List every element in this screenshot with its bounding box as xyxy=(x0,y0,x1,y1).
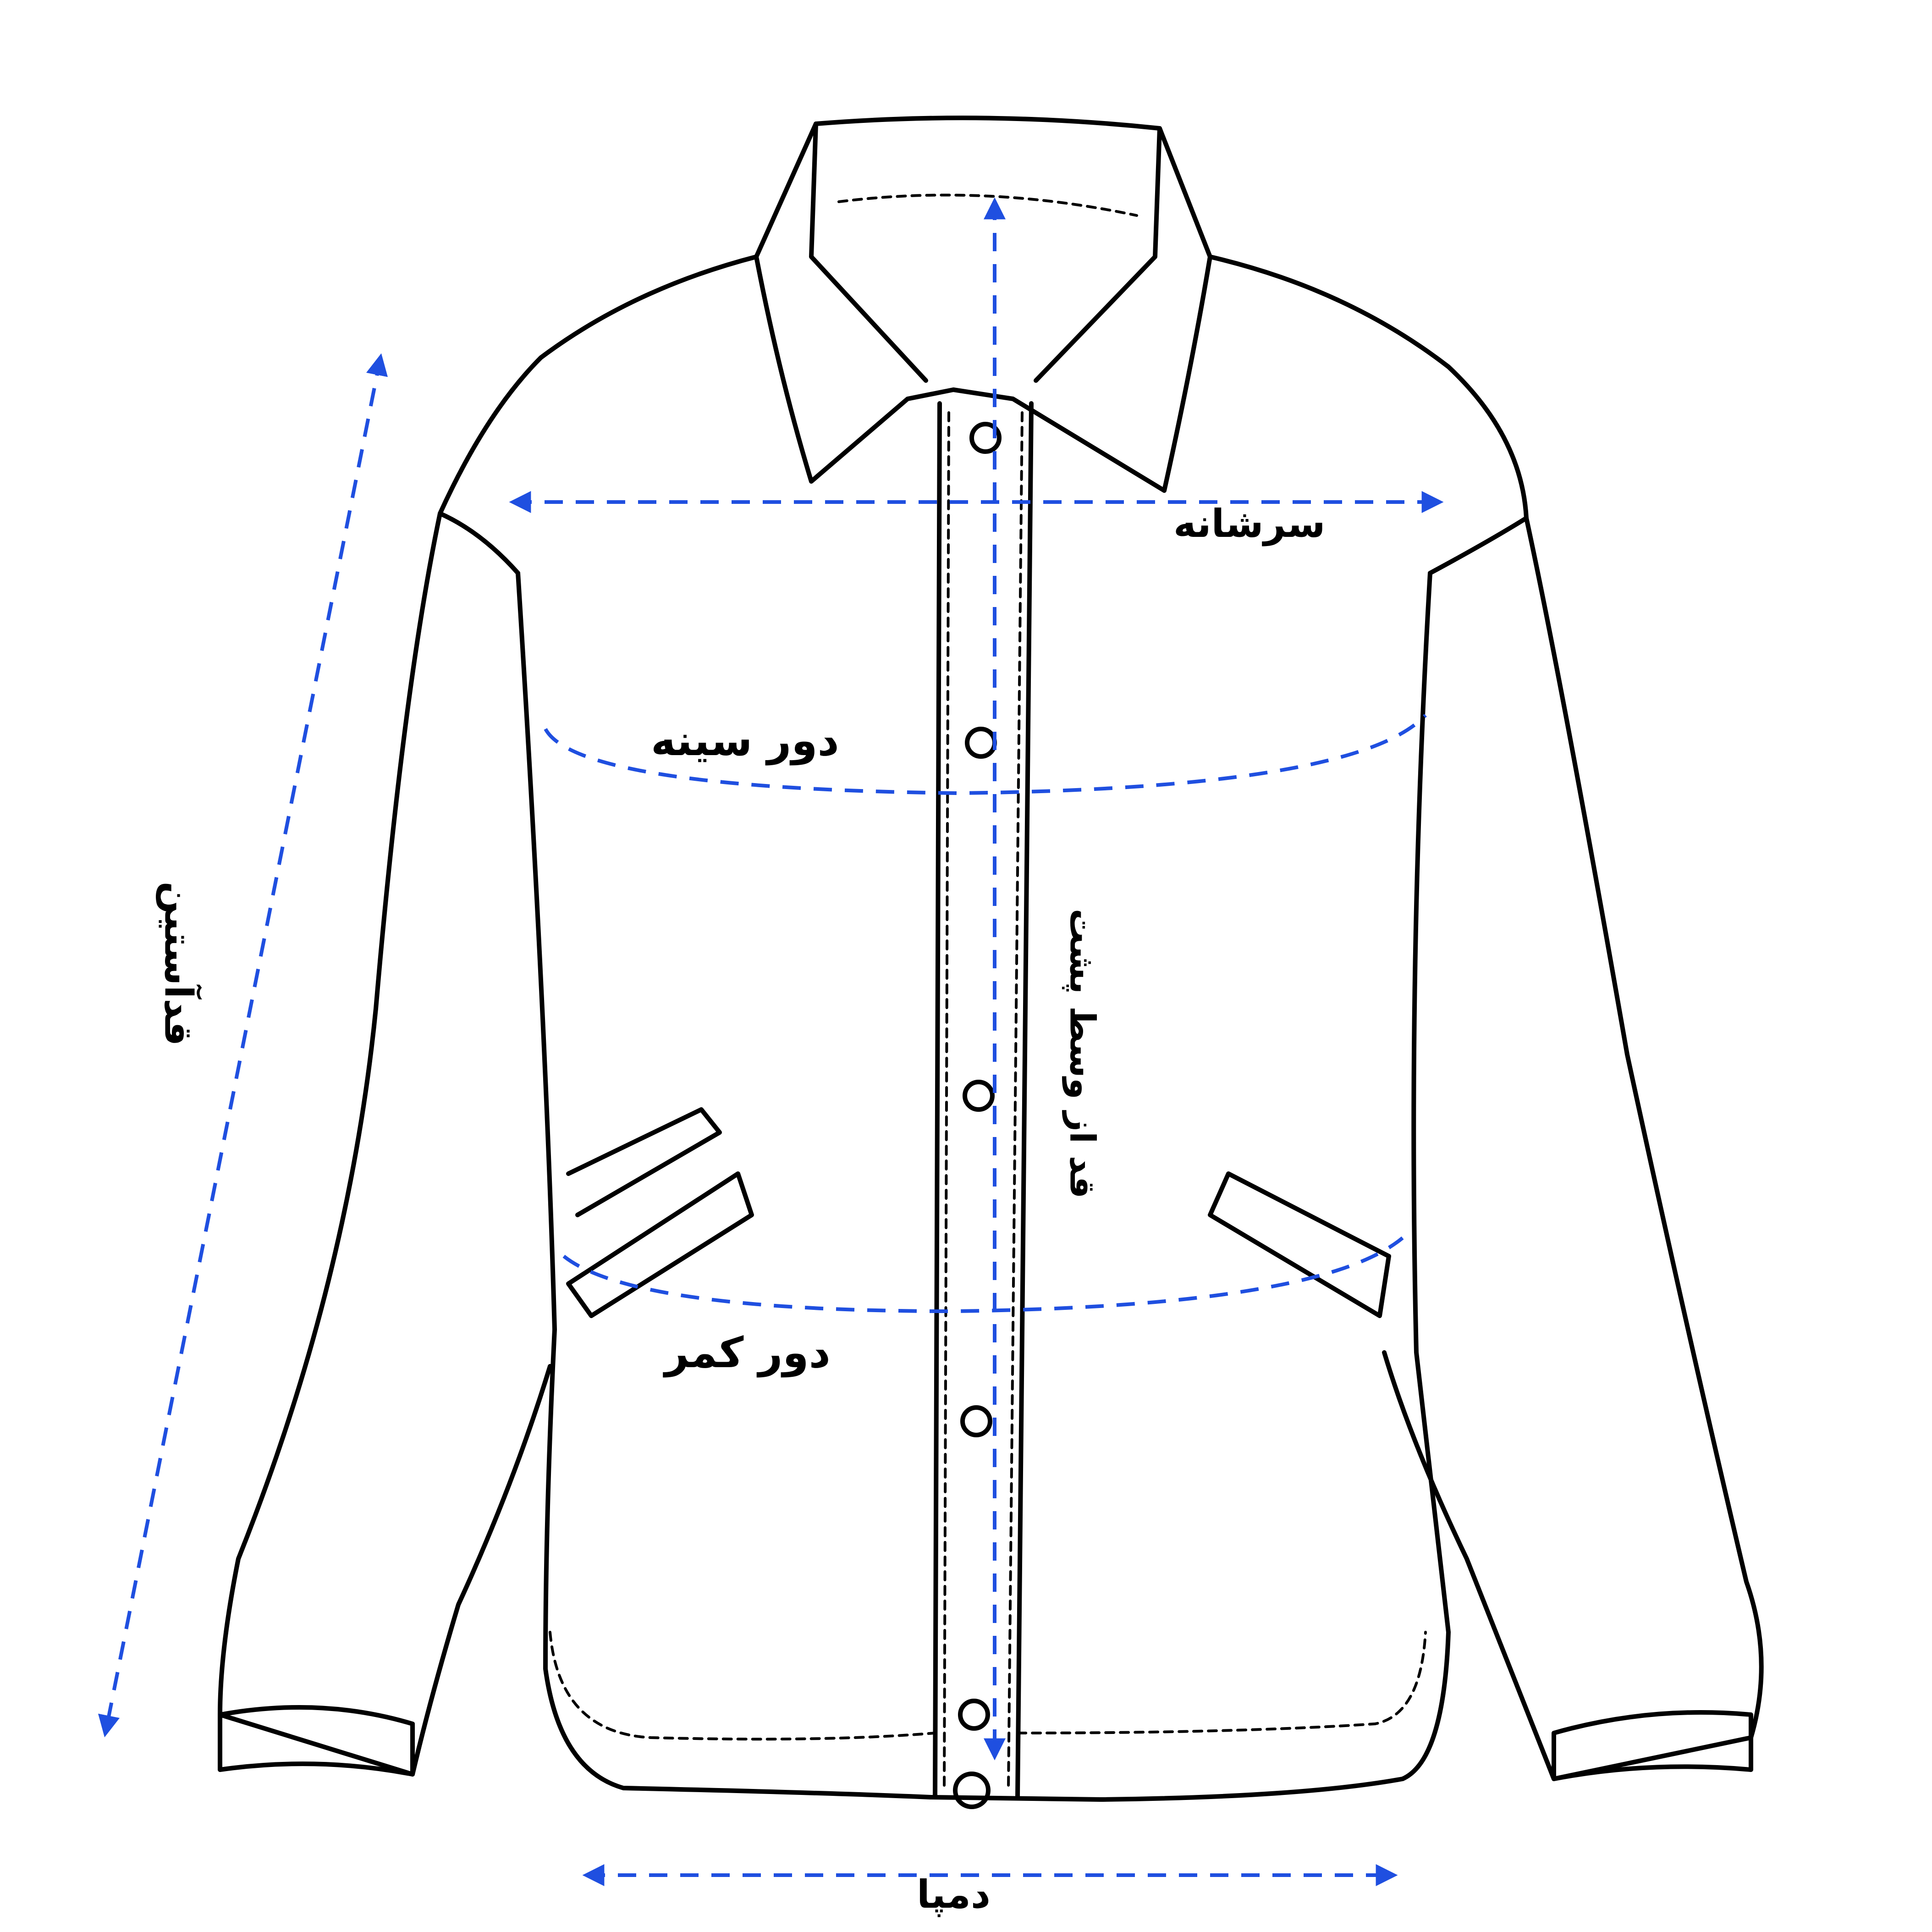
shoulder-label: سرشانه xyxy=(1173,501,1326,546)
waist-label: دور کمر xyxy=(665,1328,831,1377)
sleeve-length-line xyxy=(98,353,388,1738)
waist-line xyxy=(562,1236,1404,1314)
jacket-outline xyxy=(218,116,1764,1809)
back-length-label: قد از وسط پشت xyxy=(1062,908,1103,1199)
chest-label: دور سینه xyxy=(651,716,839,765)
hem-label: دمپا xyxy=(917,1872,991,1917)
measurement-lines xyxy=(98,197,1444,1886)
chest-line xyxy=(544,714,1427,795)
sleeve-length-label: قدآستین xyxy=(156,881,201,1046)
